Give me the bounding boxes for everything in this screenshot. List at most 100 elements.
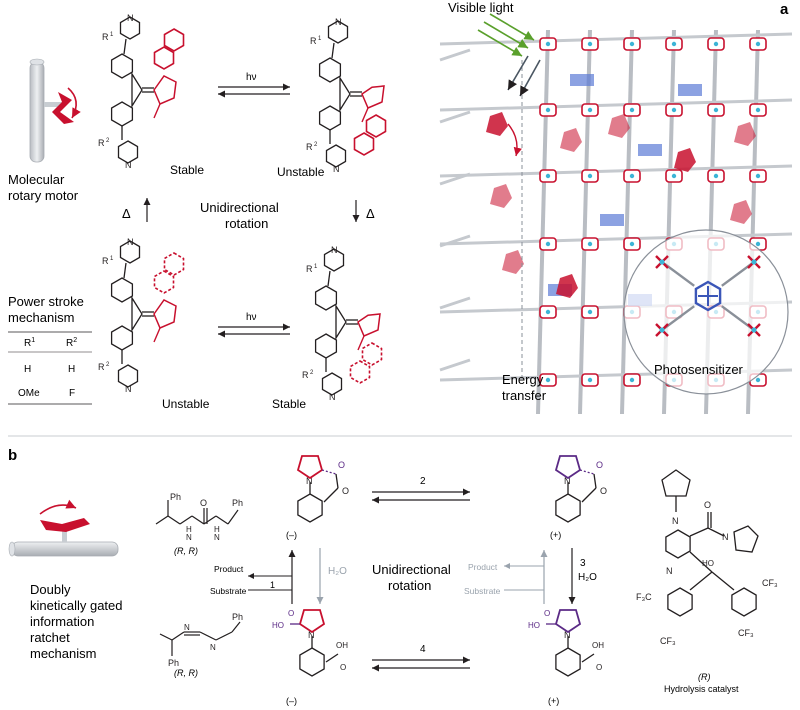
acid-bond-right <box>581 653 595 663</box>
mof-node-20 <box>623 237 641 251</box>
mof-node-31 <box>581 373 599 387</box>
porphyrin-node-2 <box>655 323 669 337</box>
r2-label: R <box>98 138 105 148</box>
delta-label-left: Δ <box>122 206 131 221</box>
svg-text:Ph: Ph <box>232 612 243 622</box>
pyrrole-ring <box>298 609 326 634</box>
acid-o-left: O <box>288 609 294 618</box>
phenyl-ring <box>299 647 325 677</box>
hv-label-top: hν <box>246 72 257 83</box>
mof-strut-left-4 <box>439 296 471 310</box>
pyridine-n-bottom-catalyst: N <box>666 566 673 576</box>
mof-rotor-6 <box>556 274 578 298</box>
cf3-label-3: CF₃ <box>762 578 778 588</box>
mof-porphyrin-3 <box>678 84 702 96</box>
porphyrin-node-3 <box>747 323 761 337</box>
r2-sup-label: 2 <box>106 138 110 144</box>
rotor-ring-1 <box>361 342 383 366</box>
r1-sup-label: 1 <box>314 264 318 270</box>
porphyrin-core <box>694 280 722 312</box>
bond-top <box>123 38 127 55</box>
fluorene-ring-2 <box>318 105 342 131</box>
pyridine-n-bottom: N <box>125 160 132 170</box>
cf3-label-4: CF₃ <box>738 628 754 638</box>
acid-o-right: O <box>596 663 602 672</box>
state-minus-bottom: (–) <box>286 696 297 706</box>
mof-node-17 <box>749 169 767 183</box>
fluorene-ring-1 <box>110 53 134 79</box>
mof-node-15 <box>665 169 683 183</box>
rotor-methyl <box>361 107 369 123</box>
mof-rotor-5 <box>502 250 524 274</box>
energy-arrow-2 <box>519 59 541 97</box>
pyridine-ring-top <box>119 240 141 264</box>
mof-strut-v-2 <box>620 29 634 415</box>
mof-node-16 <box>707 169 725 183</box>
ratchet-structure-1: NOO <box>554 455 607 523</box>
phenyl-ring <box>555 493 581 523</box>
bond-top <box>123 262 127 279</box>
rotor-ring-2 <box>163 252 185 276</box>
cf3-label-1: F₃C <box>636 592 652 602</box>
svg-text:N: N <box>186 533 192 542</box>
mof-node-8 <box>623 103 641 117</box>
mof-rotor-1 <box>560 128 582 152</box>
pyridine-n-top: N <box>127 13 134 23</box>
aryl-ring-right <box>731 587 757 617</box>
amide-n: N <box>722 532 729 542</box>
mof-node-19 <box>581 237 599 251</box>
svg-text:Ph: Ph <box>168 658 179 668</box>
mof-node-1 <box>581 37 599 51</box>
pyridine-ring-bottom <box>117 140 139 164</box>
mof-node-11 <box>749 103 767 117</box>
acid-oh-right: OH <box>336 641 348 650</box>
carbonyl-o: O <box>338 460 345 470</box>
svg-text:O: O <box>200 498 207 508</box>
ratchet-label-line3: information <box>30 614 94 629</box>
mof-node-7 <box>581 103 599 117</box>
rotation-label-line2: rotation <box>225 216 268 231</box>
acid-o-right: O <box>340 663 346 672</box>
ring-o: O <box>342 486 349 496</box>
rr-label-urea: (R, R) <box>174 546 198 556</box>
motor-label-line1: Molecular <box>8 172 65 187</box>
state-plus-top: (+) <box>550 530 561 540</box>
fluorene-five-ring <box>131 295 143 333</box>
mof-node-14 <box>623 169 641 183</box>
r2-sup-label: 2 <box>310 370 314 376</box>
rotor-ring-1 <box>365 114 387 138</box>
step-1-label: 1 <box>270 580 275 590</box>
r2-label: R <box>302 370 309 380</box>
svg-text:N: N <box>214 533 220 542</box>
bond-top <box>327 270 331 287</box>
mof-node-18 <box>539 237 557 251</box>
pyrrolidine-ring-2 <box>733 525 759 553</box>
mof-strut-left-3 <box>439 234 471 248</box>
r1-label: R <box>306 264 313 274</box>
fluorene-ring-2 <box>314 333 338 359</box>
mof-rotor-4 <box>734 122 756 146</box>
mof-strut-h-1 <box>439 98 793 112</box>
equilibrium-arrow-2 <box>372 488 470 504</box>
table-cell-r1-row1: H <box>24 364 31 375</box>
rotor-five-ring <box>357 313 381 337</box>
mof-node-5 <box>749 37 767 51</box>
fluorene-ring-2 <box>110 325 134 351</box>
fluorene-five-ring <box>131 71 143 109</box>
fluorene-five-ring <box>339 75 351 113</box>
pyridine-n-top: N <box>331 245 338 255</box>
phenyl-ring <box>555 647 581 677</box>
svg-text:Ph: Ph <box>232 498 243 508</box>
ratchet-icon <box>8 499 119 557</box>
mof-rotor-3 <box>674 148 696 172</box>
anhydride-bond-1 <box>579 469 595 475</box>
mof-node-24 <box>539 305 557 319</box>
ratchet-label-line4: ratchet <box>30 630 70 645</box>
r2-label: R <box>306 142 313 152</box>
svg-text:N: N <box>184 623 190 632</box>
mof-strut-h-2 <box>439 164 793 178</box>
